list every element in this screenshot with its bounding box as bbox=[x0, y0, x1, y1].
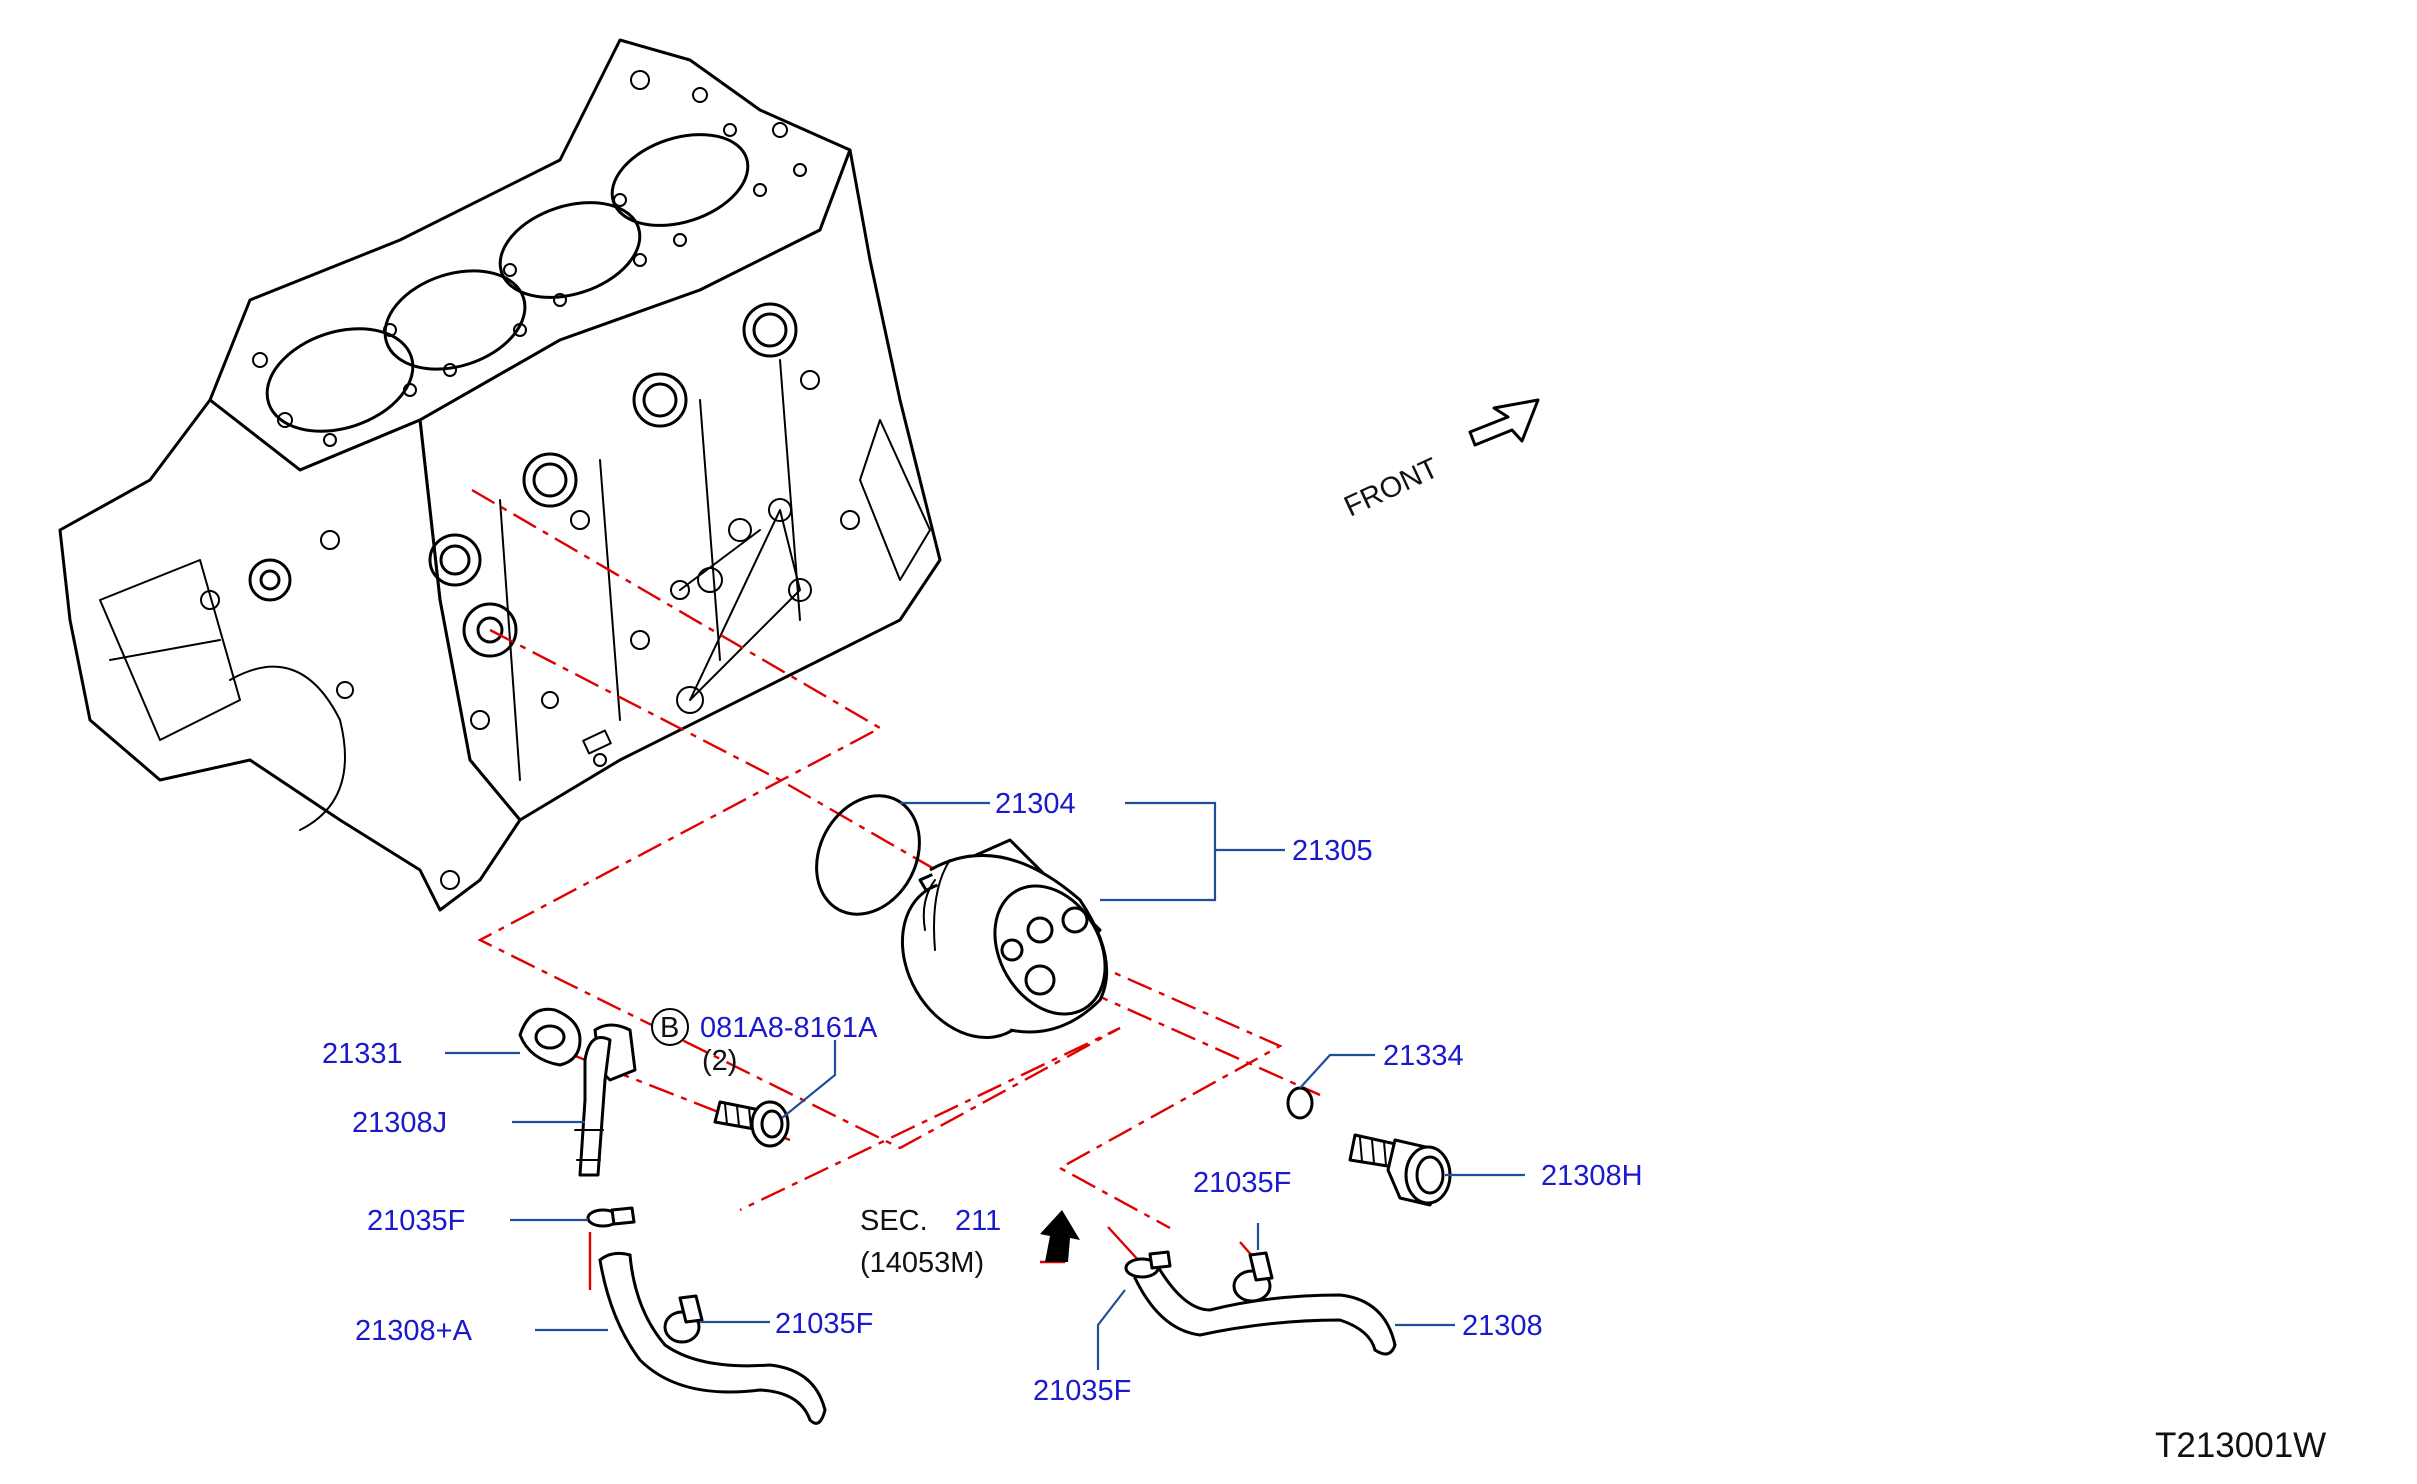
label-21331: 21331 bbox=[322, 1038, 403, 1070]
label-21308H: 21308H bbox=[1541, 1160, 1643, 1192]
bolt-symbol: B bbox=[660, 1012, 679, 1044]
label-21334: 21334 bbox=[1383, 1040, 1464, 1072]
section-arrow-icon bbox=[1040, 1210, 1080, 1262]
section-number: 211 bbox=[955, 1205, 1001, 1237]
front-label: FRONT bbox=[1339, 452, 1443, 523]
engine-block-illustration bbox=[58, 38, 942, 912]
oil-cooler-21305 bbox=[815, 794, 1109, 1039]
clamp-21035F-upper-right bbox=[1232, 1251, 1274, 1303]
label-21035F-b: 21035F bbox=[775, 1308, 873, 1340]
leader-lines bbox=[445, 801, 1525, 1370]
bolt-081A8-8161A bbox=[713, 1100, 790, 1148]
section-sec: SEC. bbox=[860, 1205, 928, 1237]
label-21308A: 21308+A bbox=[355, 1315, 473, 1347]
label-21035F-c: 21035F bbox=[1193, 1167, 1291, 1199]
label-21308J: 21308J bbox=[352, 1107, 447, 1139]
label-21305: 21305 bbox=[1292, 835, 1373, 867]
label-21308: 21308 bbox=[1462, 1310, 1543, 1342]
label-21035F-a: 21035F bbox=[367, 1205, 465, 1237]
front-arrow-icon bbox=[1468, 398, 1540, 447]
section-sub: (14053M) bbox=[860, 1247, 984, 1279]
clamp-21035F-lower-right bbox=[1124, 1250, 1172, 1279]
bolt-quantity: (2) bbox=[702, 1045, 737, 1077]
part-labels: 21304 21305 21331 21308J 21035F 21308+A … bbox=[322, 788, 1643, 1407]
tube-21308J bbox=[574, 1023, 637, 1177]
label-21035F-d: 21035F bbox=[1033, 1375, 1131, 1407]
bolt-reference: B 081A8-8161A (2) bbox=[651, 1008, 878, 1077]
bolt-symbol-circle bbox=[651, 1008, 689, 1046]
section-reference: SEC. 211 (14053M) bbox=[860, 1205, 1001, 1279]
o-ring-21334 bbox=[1286, 1086, 1314, 1120]
clamp-21035F-upper bbox=[586, 1206, 636, 1228]
label-21304: 21304 bbox=[995, 788, 1076, 820]
diagram-code: T213001W bbox=[2155, 1426, 2326, 1465]
clamp-21035F-lower-left bbox=[663, 1294, 704, 1344]
hose-21308A bbox=[598, 1251, 827, 1425]
connector-bolt-21308H bbox=[1348, 1133, 1452, 1207]
bolt-part-number: 081A8-8161A bbox=[700, 1012, 878, 1044]
gasket-21331 bbox=[518, 1007, 582, 1067]
